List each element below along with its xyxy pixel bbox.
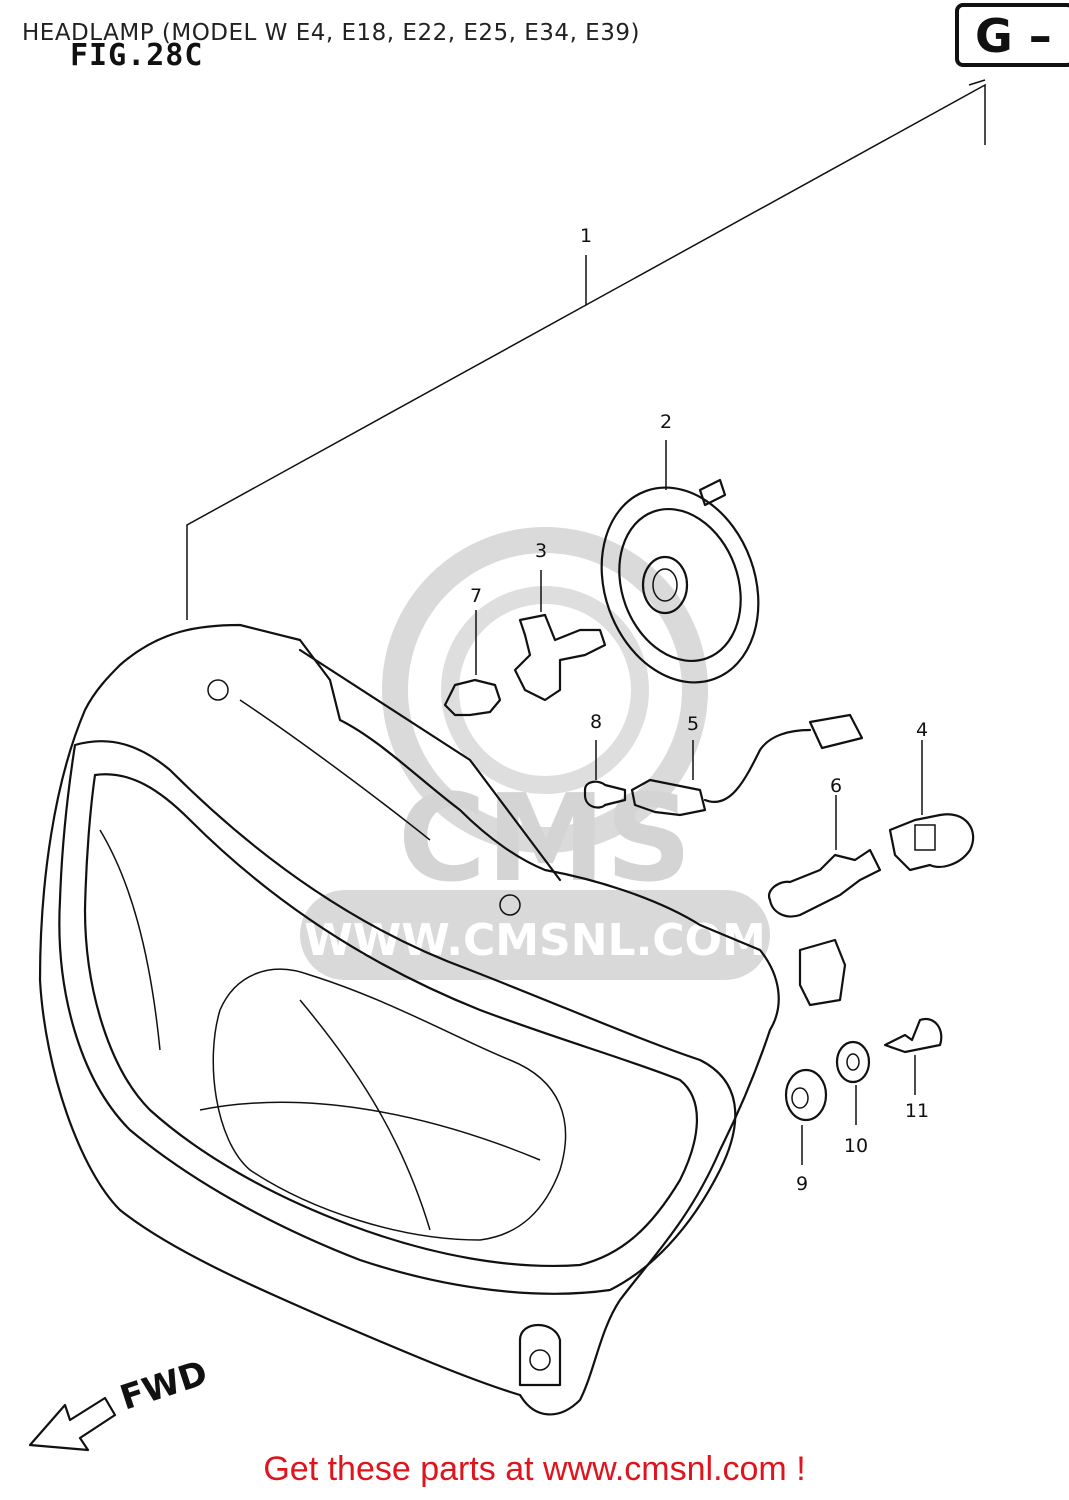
callout-5: 5	[687, 713, 699, 735]
forward-arrow: FWD	[28, 1353, 212, 1452]
cms-watermark: CMS WWW.CMSNL.COM	[300, 527, 770, 980]
callout-10: 10	[844, 1135, 868, 1157]
figure-number: FIG.28C	[70, 38, 204, 73]
part-11-screw	[883, 1017, 943, 1095]
watermark-brand: CMS	[398, 770, 692, 909]
callout-1: 1	[580, 225, 592, 247]
callout-8: 8	[590, 711, 602, 733]
callout-9: 9	[796, 1173, 808, 1195]
part-5-socket-wiring	[630, 713, 864, 817]
watermark-url: WWW.CMSNL.COM	[304, 915, 766, 966]
callout-4: 4	[916, 719, 928, 741]
headlamp-housing	[38, 623, 780, 1416]
fwd-label: FWD	[115, 1353, 212, 1419]
part-8-position-bulb	[583, 740, 627, 809]
connector-part	[798, 938, 847, 1007]
part-2-bulb-cover	[600, 440, 760, 684]
callout-2: 2	[660, 411, 672, 433]
footer-cta-link[interactable]: Get these parts at www.cmsnl.com !	[263, 1450, 806, 1488]
part-7-headlamp-bulb	[443, 610, 502, 717]
part-10-washer	[835, 1040, 871, 1125]
part-9-grommet	[784, 1068, 828, 1165]
callout-7: 7	[470, 585, 482, 607]
part-4-socket	[888, 740, 975, 872]
callout-6: 6	[830, 775, 842, 797]
callout-11: 11	[905, 1100, 929, 1122]
callout-labels: 1 2 3 4 5 6 7 8 9 10 11	[470, 225, 929, 1195]
assembly-bracket-line	[186, 79, 986, 620]
page-title: HEADLAMP (MODEL W E4, E18, E22, E25, E34…	[22, 20, 640, 46]
section-badge-label: G –	[975, 9, 1052, 63]
part-6-bulb	[767, 795, 882, 918]
callout-3: 3	[535, 540, 547, 562]
part-3-bulb-holder	[513, 570, 607, 702]
section-badge: G –	[955, 3, 1069, 67]
